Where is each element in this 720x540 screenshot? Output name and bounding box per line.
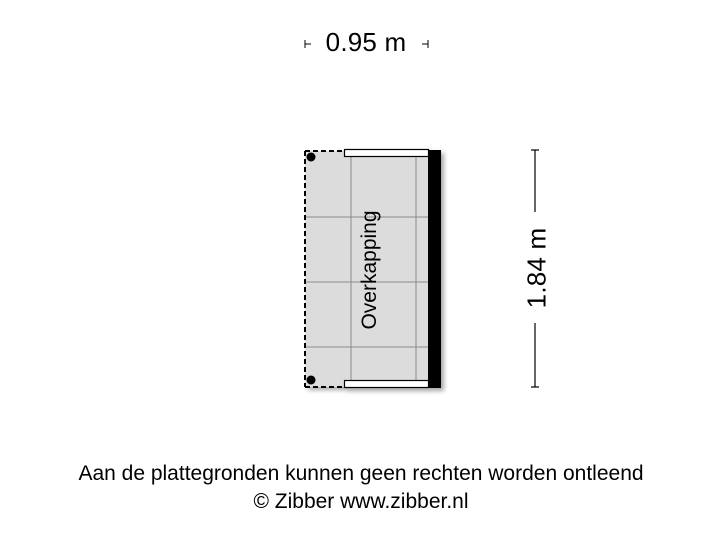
window-bottom — [343, 379, 430, 389]
room-floor — [305, 151, 429, 387]
post-bottom-icon — [306, 375, 316, 385]
room-overkapping — [305, 148, 441, 389]
post-top-icon — [306, 152, 316, 162]
window-top — [343, 148, 430, 158]
room-label: Overkapping — [358, 210, 381, 330]
width-dimension-markers — [304, 40, 429, 48]
height-dimension-label: 1.84 m — [521, 227, 552, 309]
open-side-dashed-outline — [304, 150, 344, 388]
height-dimension-line — [531, 149, 539, 388]
disclaimer-text: Aan de plattegronden kunnen geen rechten… — [78, 462, 644, 485]
width-dimension-label: 0.95 m — [325, 27, 407, 57]
floor-tile-grid — [306, 156, 428, 381]
copyright-text: © Zibber www.zibber.nl — [253, 490, 469, 513]
wall-right — [428, 150, 441, 388]
